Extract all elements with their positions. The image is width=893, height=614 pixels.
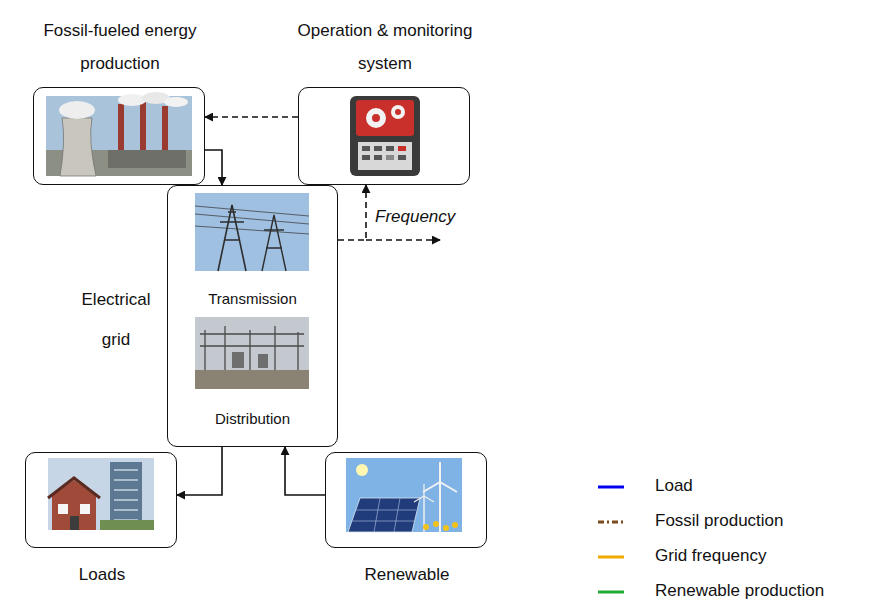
legend-line-sample [598, 591, 624, 594]
node-heading: Operation & monitoring system [285, 14, 485, 80]
node-heading: Renewable [326, 565, 488, 585]
node-heading: Electrical grid [74, 280, 158, 360]
control-panel-picture [350, 96, 420, 176]
legend-line-sample [598, 486, 624, 489]
frequency-output-line [366, 239, 440, 241]
solar-wind-picture [346, 458, 462, 532]
fossil-box: Fossil-fueled energy production [33, 87, 205, 185]
legend-line-sample [598, 521, 624, 524]
connector-arrow [205, 150, 222, 185]
legend-text: Renewable production [655, 581, 824, 601]
buildings-picture [48, 458, 154, 530]
node-heading: Loads [26, 565, 178, 585]
part-label: Distribution [168, 410, 337, 427]
renewable-box: Renewable [325, 452, 487, 548]
legend-text: Load [655, 476, 693, 496]
legend-text: Fossil production [655, 511, 784, 531]
operation-box: Operation & monitoring system [298, 87, 470, 185]
pylons-picture [195, 193, 309, 271]
signal-label: Frequency [375, 207, 455, 227]
node-heading: Fossil-fueled energy production [14, 14, 226, 80]
legend-line-sample [598, 556, 624, 559]
connector-arrow [205, 116, 298, 118]
connector-arrow [285, 447, 325, 495]
part-label: Transmission [168, 290, 337, 307]
loads-box: Loads [25, 452, 177, 548]
power-plant-picture [46, 92, 192, 176]
connector-arrow [338, 185, 366, 240]
legend-text: Grid frequency [655, 546, 767, 566]
grid-box: Electrical gridTransmissionDistribution [167, 185, 338, 447]
substation-picture [195, 317, 309, 389]
connector-arrow [177, 447, 222, 495]
